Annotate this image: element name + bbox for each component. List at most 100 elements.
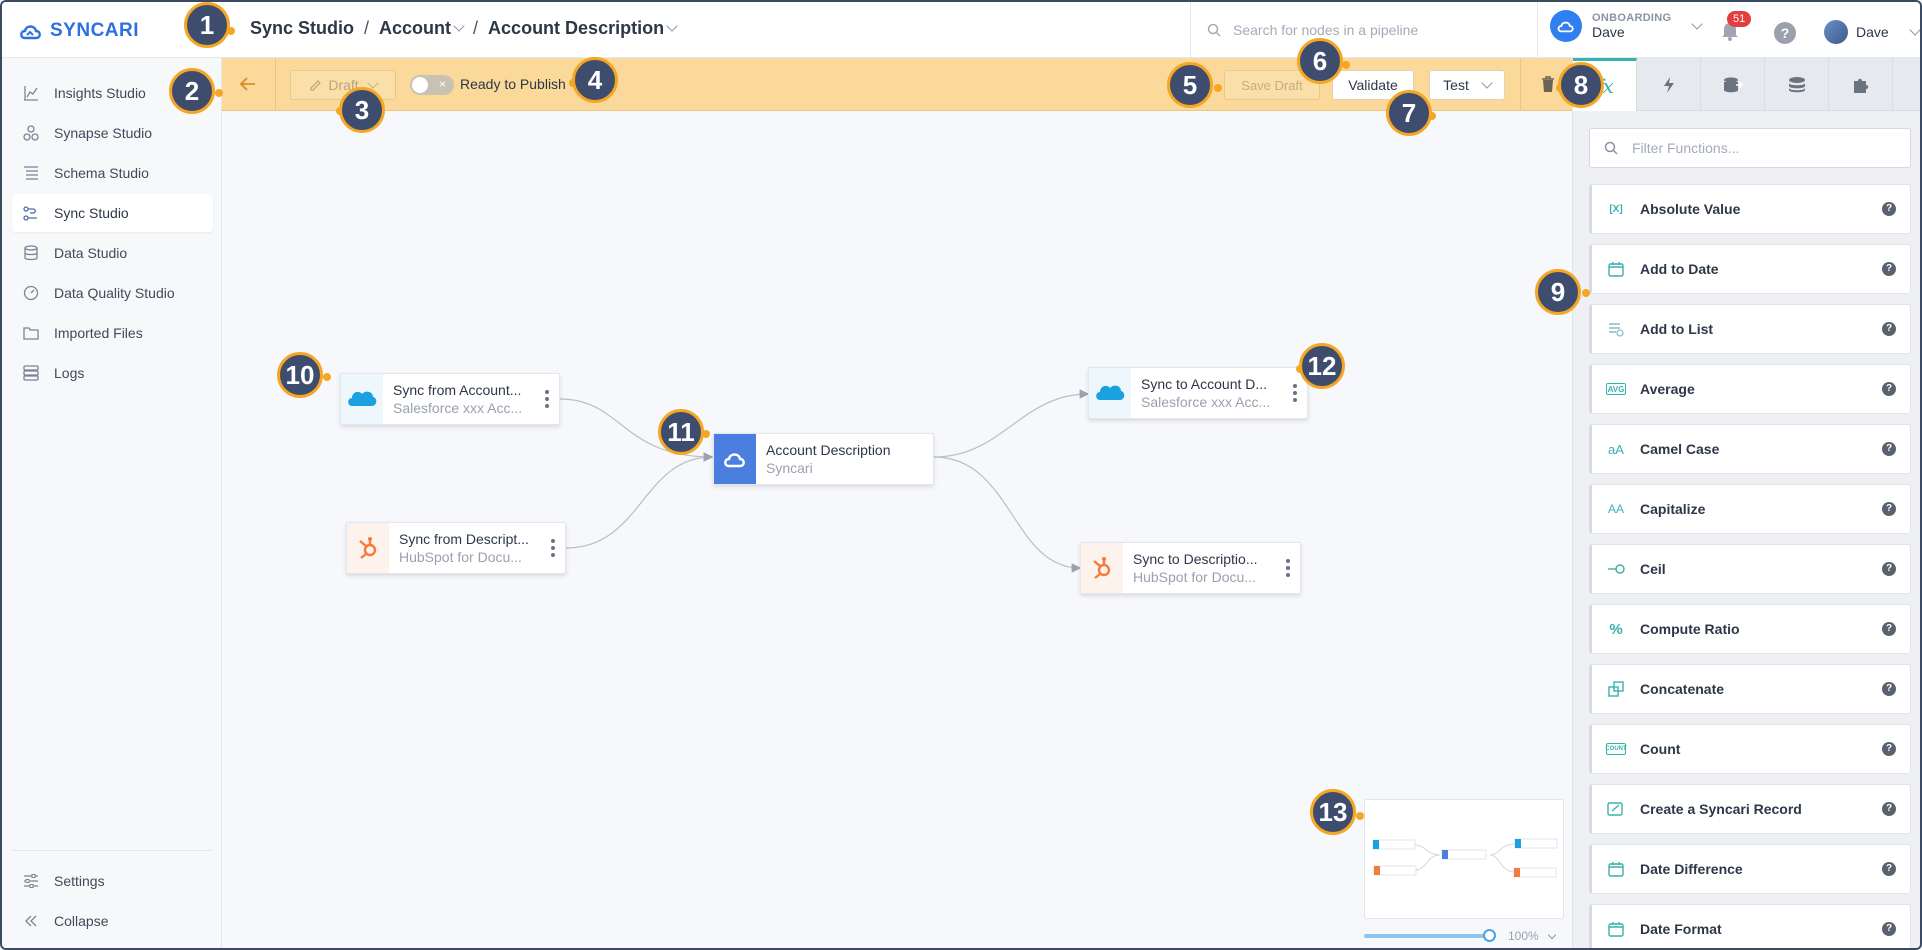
tab-data-source[interactable]	[1701, 58, 1765, 111]
ready-to-publish-toggle[interactable]: ×	[410, 75, 454, 95]
function-add-to-date[interactable]: Add to Date ?	[1589, 244, 1911, 294]
function-compute-ratio[interactable]: % Compute Ratio ?	[1589, 604, 1911, 654]
help-icon[interactable]: ?	[1774, 22, 1796, 44]
help-icon[interactable]: ?	[1882, 742, 1896, 756]
zoom-slider-handle[interactable]	[1483, 929, 1496, 942]
sidebar-item-insights-studio[interactable]: Insights Studio	[12, 74, 213, 112]
help-icon[interactable]: ?	[1882, 862, 1896, 876]
search-input[interactable]	[1233, 22, 1513, 38]
pencil-icon	[310, 79, 322, 91]
top-bar: SYNCARI Sync Studio / Account / Account …	[2, 2, 1920, 58]
hubspot-icon	[1081, 543, 1123, 593]
function-date-format[interactable]: Date Format ?	[1589, 904, 1911, 948]
source-node-hubspot[interactable]: Sync from Descript...HubSpot for Docu...	[346, 522, 566, 574]
function-label: Create a Syncari Record	[1640, 801, 1802, 817]
chevron-down-icon	[1547, 930, 1556, 939]
toolbar-divider	[275, 58, 276, 111]
test-dropdown[interactable]: Test	[1429, 70, 1505, 100]
edge	[933, 456, 1082, 573]
help-icon[interactable]: ?	[1882, 382, 1896, 396]
ready-to-publish-label: Ready to Publish	[460, 76, 566, 92]
function-label: Date Difference	[1640, 861, 1743, 877]
callout-8: 8	[1558, 62, 1604, 108]
toggle-knob	[412, 77, 428, 93]
database-icon	[22, 244, 40, 262]
sidebar-item-sync-studio[interactable]: Sync Studio	[12, 194, 213, 232]
node-search	[1190, 2, 1538, 58]
help-icon[interactable]: ?	[1882, 202, 1896, 216]
sidebar-item-label: Schema Studio	[54, 165, 149, 181]
function-camel-case[interactable]: aA Camel Case ?	[1589, 424, 1911, 474]
function-average[interactable]: AVG Average ?	[1589, 364, 1911, 414]
breadcrumb-pipeline-label: Account Description	[488, 18, 665, 38]
source-node-salesforce[interactable]: Sync from Account...Salesforce xxx Acc..…	[340, 373, 560, 425]
help-icon[interactable]: ?	[1882, 322, 1896, 336]
help-icon[interactable]: ?	[1882, 442, 1896, 456]
help-icon[interactable]: ?	[1882, 802, 1896, 816]
help-icon[interactable]: ?	[1882, 922, 1896, 936]
sidebar-item-settings[interactable]: Settings	[12, 862, 213, 900]
node-title: Account Description	[766, 442, 891, 458]
functions-panel: fx [X] Absolute Value ? Add to Date ? Ad…	[1572, 58, 1920, 948]
function-add-to-list[interactable]: Add to List ?	[1589, 304, 1911, 354]
save-draft-button[interactable]: Save Draft	[1224, 70, 1320, 100]
sidebar-item-collapse[interactable]: Collapse	[12, 902, 213, 940]
trash-icon[interactable]	[1540, 75, 1556, 93]
syncari-logo[interactable]: SYNCARI	[18, 20, 139, 42]
function-absolute-value[interactable]: [X] Absolute Value ?	[1589, 184, 1911, 234]
function-date-difference[interactable]: Date Difference ?	[1589, 844, 1911, 894]
callout-4: 4	[572, 57, 618, 103]
help-icon[interactable]: ?	[1882, 682, 1896, 696]
tab-custom-actions[interactable]	[1829, 58, 1893, 111]
pipeline-canvas[interactable]: Sync from Account...Salesforce xxx Acc..…	[222, 111, 1572, 948]
kebab-menu-icon[interactable]	[1283, 384, 1307, 402]
callout-pointer	[1342, 61, 1350, 69]
sidebar-item-data-studio[interactable]: Data Studio	[12, 234, 213, 272]
callout-pointer	[227, 27, 235, 35]
destination-node-salesforce[interactable]: Sync to Account D...Salesforce xxx Acc..…	[1088, 367, 1308, 419]
sidebar-item-logs[interactable]: Logs	[12, 354, 213, 392]
zoom-slider[interactable]	[1364, 929, 1496, 942]
help-icon[interactable]: ?	[1882, 562, 1896, 576]
filter-functions-input[interactable]	[1632, 140, 1892, 156]
function-create-syncari-record[interactable]: Create a Syncari Record ?	[1589, 784, 1911, 834]
breadcrumb-pipeline[interactable]: Account Description	[488, 18, 678, 39]
sidebar-item-data-quality-studio[interactable]: Data Quality Studio	[12, 274, 213, 312]
workspace-switcher[interactable]: ONBOARDING Dave	[1550, 10, 1704, 42]
camel-case-icon: aA	[1608, 441, 1624, 457]
kebab-menu-icon[interactable]	[541, 539, 565, 557]
tab-data-store[interactable]	[1765, 58, 1829, 111]
help-icon[interactable]: ?	[1882, 502, 1896, 516]
function-count[interactable]: COUNT Count ?	[1589, 724, 1911, 774]
kebab-menu-icon[interactable]	[535, 390, 559, 408]
function-concatenate[interactable]: Concatenate ?	[1589, 664, 1911, 714]
help-icon[interactable]: ?	[1882, 262, 1896, 276]
callout-12: 12	[1299, 343, 1345, 389]
destination-node-hubspot[interactable]: Sync to Descriptio...HubSpot for Docu...	[1080, 542, 1301, 594]
chevron-down-icon	[1909, 24, 1920, 36]
sliders-icon	[22, 872, 40, 890]
database-arrow-icon	[1723, 77, 1743, 92]
sidebar-item-synapse-studio[interactable]: Synapse Studio	[12, 114, 213, 152]
breadcrumb-sync-studio[interactable]: Sync Studio	[250, 18, 355, 38]
sidebar: Insights Studio Synapse Studio Schema St…	[2, 58, 222, 948]
back-arrow-icon[interactable]	[236, 72, 260, 96]
sync-icon	[22, 204, 40, 222]
user-menu[interactable]: Dave	[1824, 20, 1920, 44]
callout-pointer	[702, 430, 710, 438]
canvas-minimap[interactable]	[1364, 799, 1564, 919]
node-title: Sync from Account...	[393, 382, 522, 398]
pipeline-toolbar: Draft × Ready to Publish Save Draft Vali…	[222, 58, 1572, 111]
function-capitalize[interactable]: AA Capitalize ?	[1589, 484, 1911, 534]
sidebar-item-schema-studio[interactable]: Schema Studio	[12, 154, 213, 192]
tab-triggers[interactable]	[1637, 58, 1701, 111]
sidebar-item-imported-files[interactable]: Imported Files	[12, 314, 213, 352]
function-ceil[interactable]: Ceil ?	[1589, 544, 1911, 594]
help-icon[interactable]: ?	[1882, 622, 1896, 636]
workspace-name: Dave	[1592, 24, 1625, 40]
breadcrumb-account[interactable]: Account	[379, 18, 465, 39]
sidebar-item-label: Data Studio	[54, 245, 128, 261]
kebab-menu-icon[interactable]	[1276, 559, 1300, 577]
zoom-level[interactable]: 100%	[1508, 929, 1539, 943]
